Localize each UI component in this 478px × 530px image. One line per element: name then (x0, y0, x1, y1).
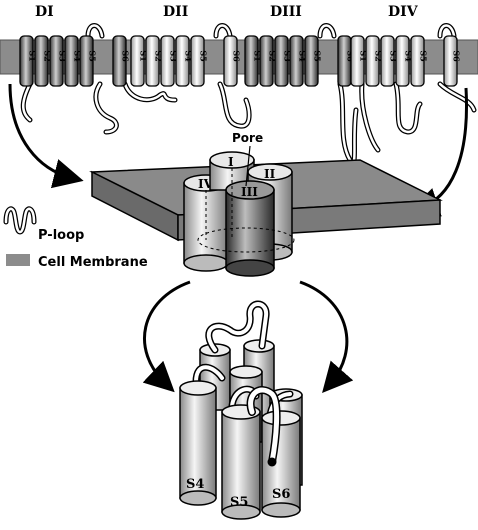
segment-label: S3 (58, 50, 68, 62)
segment-label: S1 (139, 50, 149, 61)
helix-s4 (179, 380, 217, 506)
segment-d3-s2: S2 (259, 35, 278, 87)
transmembrane-segments: S1 S2 S3 S4 S5 S6 S1 S2 S3 S4 S5 S6 S1 S2 S3 S4 S5 S6 S1 S2… (19, 35, 462, 87)
segment-d1-s5: S5 (79, 35, 98, 87)
segment-label: S3 (389, 50, 399, 62)
segment-label: S4 (184, 50, 194, 62)
segment-d1-s1: S1 (19, 35, 38, 87)
helix-s5 (221, 404, 261, 520)
segment-d1-s3: S3 (49, 35, 68, 87)
curved-arrow-right (408, 87, 469, 217)
segment-label: S2 (374, 50, 384, 61)
helix-s6 (261, 410, 301, 518)
segment-d4-s3: S3 (380, 35, 399, 87)
segment-d3-s3: S3 (274, 35, 293, 87)
segment-label: S2 (268, 50, 278, 61)
segment-d2-s4: S4 (175, 35, 194, 87)
residue-marker-dot (267, 457, 277, 467)
segment-d1-s6: S6 (112, 35, 131, 87)
helix-label-s6: S6 (272, 487, 290, 502)
helix-label-s4: S4 (186, 477, 204, 492)
legend: P-loop Cell Membrane (3, 206, 148, 270)
segment-d4-s1: S1 (350, 35, 369, 87)
curved-arrow-left (8, 83, 84, 189)
segment-label: S3 (169, 50, 179, 62)
segment-label: S1 (359, 50, 369, 61)
curved-arrow-down-left (142, 280, 191, 393)
legend-membrane-label: Cell Membrane (38, 255, 148, 270)
segment-label: S5 (313, 50, 323, 61)
segment-label: S5 (199, 50, 209, 61)
segment-label: S6 (121, 50, 131, 62)
p-loop-icon (3, 206, 37, 235)
subunit-label-iii: III (241, 185, 258, 199)
legend-ploop-label: P-loop (38, 228, 84, 243)
segment-d2-s5: S5 (190, 35, 209, 87)
segment-d2-s1: S1 (130, 35, 149, 87)
segment-label: S4 (298, 50, 308, 62)
pore-subunits: IV I II III (183, 151, 295, 277)
segment-label: S3 (283, 50, 293, 62)
segment-d1-s2: S2 (34, 35, 53, 87)
segment-label: S5 (419, 50, 429, 61)
segment-label: S6 (232, 50, 242, 62)
segment-label: S2 (154, 50, 164, 61)
segment-d4-s2: S2 (365, 35, 384, 87)
domain-label-4: DIV (388, 4, 419, 20)
segment-label: S1 (28, 50, 38, 61)
segment-d3-s1: S1 (244, 35, 263, 87)
segment-d2-s6: S6 (223, 35, 242, 87)
segment-label: S4 (73, 50, 83, 62)
helix-label-s5: S5 (230, 495, 248, 510)
segment-d3-s4: S4 (289, 35, 308, 87)
domain-label-1: DI (35, 4, 54, 20)
subunit-label-ii: II (264, 167, 276, 181)
segment-d4-s4: S4 (395, 35, 414, 87)
pore-pointer (245, 145, 251, 187)
segment-d3-s5: S5 (304, 35, 323, 87)
segment-d4-s6: S6 (443, 35, 462, 87)
segment-d1-s4: S4 (64, 35, 83, 87)
domain-label-2: DII (163, 4, 188, 20)
segment-label: S5 (88, 50, 98, 61)
curved-arrow-down-right (299, 280, 354, 394)
subunit-label-i: I (228, 155, 234, 169)
pore-label: Pore (232, 131, 263, 145)
segment-label: S1 (253, 50, 263, 61)
segment-label: S4 (404, 50, 414, 62)
helix-bundle: S4 S5 S6 (179, 300, 303, 520)
segment-label: S2 (43, 50, 53, 61)
segment-d2-s3: S3 (160, 35, 179, 87)
segment-d4-s5: S5 (410, 35, 429, 87)
cell-membrane-swatch (6, 254, 30, 266)
segment-label: S6 (452, 50, 462, 62)
domain-label-3: DIII (270, 4, 302, 20)
segment-d2-s2: S2 (145, 35, 164, 87)
